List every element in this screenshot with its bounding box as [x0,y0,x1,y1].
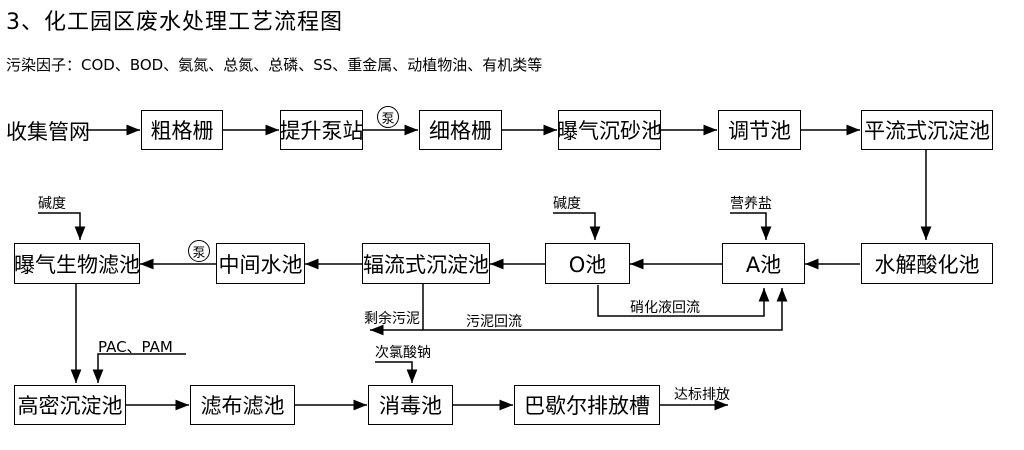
label-compliant-discharge: 达标排放 [674,387,730,403]
label-alkalinity-baf: 碱度 [38,196,66,212]
node-coarse-screen: 粗格栅 [141,110,223,150]
node-lift-pump-station: 提升泵站 [280,110,364,150]
node-a-tank: A池 [722,243,805,284]
node-o-tank: O池 [545,243,630,284]
label-nitrate-return: 硝化液回流 [630,300,700,316]
arrow-hypochlorite [375,361,418,383]
node-parshall-flume: 巴歇尔排放槽 [514,385,660,425]
node-high-density-settling-tank: 高密沉淀池 [14,385,126,425]
label-excess-sludge: 剩余污泥 [364,311,420,327]
node-radial-settling-tank: 辐流式沉淀池 [362,243,490,284]
node-horizontal-settling-tank: 平流式沉淀池 [861,110,993,150]
arrow-sludge-return [422,284,788,331]
node-equalization-tank: 调节池 [718,110,801,150]
node-cloth-filter: 滤布滤池 [190,385,295,425]
node-fine-screen: 细格栅 [419,110,502,150]
arrow-alkalinity-to-o [553,212,601,240]
arrow-alkalinity-to-baf [38,212,86,240]
page-title: 3、化工园区废水处理工艺流程图 [6,10,343,35]
pump-icon: 泵 [188,240,210,262]
node-intermediate-tank: 中间水池 [216,243,305,284]
label-pac-pam: PAC、PAM [98,338,173,356]
node-disinfection-tank: 消毒池 [368,385,453,425]
arrow-nitrate-return [597,285,770,317]
node-biological-aerated-filter: 曝气生物滤池 [14,243,140,284]
node-aerated-grit-chamber: 曝气沉砂池 [557,110,662,150]
label-alkalinity-o: 碱度 [553,196,581,212]
pollutant-factors: 污染因子：COD、BOD、氨氮、总氮、总磷、SS、重金属、动植物油、有机类等 [6,56,543,74]
label-nutrient-salt: 营养盐 [730,196,772,212]
pump-icon: 泵 [377,106,399,128]
node-collection-network: 收集管网 [6,120,90,144]
label-sludge-return: 污泥回流 [466,314,522,330]
arrow-pac-pam [92,353,186,383]
label-sodium-hypochlorite: 次氯酸钠 [375,345,431,361]
node-hydrolysis-acidification-tank: 水解酸化池 [861,243,993,284]
arrow-nutrient-to-a [730,212,772,240]
